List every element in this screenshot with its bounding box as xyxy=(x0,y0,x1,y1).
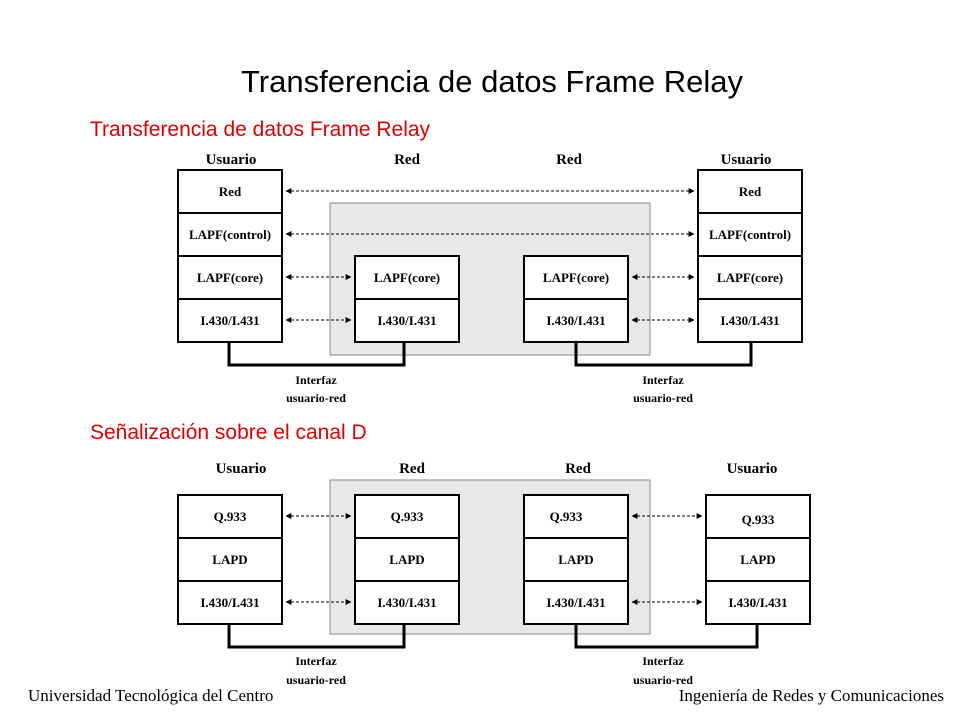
s1-header-usuario-left: Usuario xyxy=(206,152,257,168)
s1-right-layer-lapf-control: LAPF(control) xyxy=(709,227,791,242)
s1-left-layer-physical: I.430/I.431 xyxy=(200,313,259,328)
s1-left-layer-red: Red xyxy=(219,184,242,199)
s1-net2-layer-physical: I.430/I.431 xyxy=(546,313,605,328)
s2-net2-layer-physical: I.430/I.431 xyxy=(546,595,605,610)
s1-physical-link-right xyxy=(574,342,753,367)
s2-physical-link-right xyxy=(574,624,759,649)
s2-layer-box xyxy=(523,580,629,625)
s2-layer-box xyxy=(705,580,811,625)
s2-header-usuario-right: Usuario xyxy=(727,461,778,477)
s1-interface-label-left-1: Interfaz xyxy=(295,373,337,387)
s2-net2-layer-lapd: LAPD xyxy=(558,552,593,567)
s1-layer-box xyxy=(697,255,803,300)
s2-layer-box xyxy=(354,580,460,625)
footer-university: Universidad Tecnológica del Centro xyxy=(28,686,274,705)
s2-layer-box xyxy=(177,537,283,582)
s2-layer-box xyxy=(177,580,283,625)
s1-left-layer-lapf-control: LAPF(control) xyxy=(189,227,271,242)
s1-layer-box xyxy=(177,169,283,214)
s1-net1-layer-physical: I.430/I.431 xyxy=(377,313,436,328)
s1-right-layer-red: Red xyxy=(739,184,762,199)
s1-header-usuario-right: Usuario xyxy=(721,152,772,168)
s1-layer-box xyxy=(177,212,283,257)
s2-net2-layer-q933: Q.933 xyxy=(550,509,583,524)
s1-interface-label-right-2: usuario-red xyxy=(633,391,693,405)
s1-interface-label-left-2: usuario-red xyxy=(286,391,346,405)
s2-left-layer-physical: I.430/I.431 xyxy=(200,595,259,610)
s2-layer-box xyxy=(354,494,460,539)
s2-net1-layer-physical: I.430/I.431 xyxy=(377,595,436,610)
s2-header-usuario-left: Usuario xyxy=(216,461,267,477)
s2-net1-layer-q933: Q.933 xyxy=(391,509,424,524)
s2-net1-layer-lapd: LAPD xyxy=(389,552,424,567)
s1-header-red-right: Red xyxy=(556,152,582,168)
s2-layer-box xyxy=(354,537,460,582)
s2-physical-link-left xyxy=(227,624,406,649)
s1-net1-layer-lapf-core: LAPF(core) xyxy=(374,270,440,285)
s2-interface-label-right-2: usuario-red xyxy=(633,673,693,687)
s1-layer-box xyxy=(354,298,460,343)
s2-header-red-right: Red xyxy=(565,461,591,477)
s2-interface-label-left-2: usuario-red xyxy=(286,673,346,687)
s1-physical-link-left xyxy=(227,342,406,367)
s2-interface-label-right-1: Interfaz xyxy=(642,654,684,668)
s2-right-layer-q933: Q.933 xyxy=(742,512,775,527)
s1-layer-box xyxy=(697,212,803,257)
s1-net2-layer-lapf-core: LAPF(core) xyxy=(543,270,609,285)
s2-right-layer-physical: I.430/I.431 xyxy=(728,595,787,610)
s1-header-red-left: Red xyxy=(394,152,420,168)
s2-layer-box xyxy=(705,494,811,539)
footer-course: Ingeniería de Redes y Comunicaciones xyxy=(678,686,944,705)
s2-left-layer-lapd: LAPD xyxy=(212,552,247,567)
s2-interface-label-left-1: Interfaz xyxy=(295,654,337,668)
s1-left-layer-lapf-core: LAPF(core) xyxy=(197,270,263,285)
s2-left-layer-q933: Q.933 xyxy=(214,509,247,524)
s1-layer-box xyxy=(177,298,283,343)
s1-layer-box xyxy=(697,169,803,214)
s2-right-layer-lapd: LAPD xyxy=(740,552,775,567)
s1-right-layer-lapf-core: LAPF(core) xyxy=(717,270,783,285)
s1-layer-box xyxy=(697,298,803,343)
section-title-data-transfer: Transferencia de datos Frame Relay xyxy=(90,118,431,141)
s2-layer-box xyxy=(523,494,629,539)
s1-right-layer-physical: I.430/I.431 xyxy=(720,313,779,328)
s2-layer-box xyxy=(177,494,283,539)
s1-layer-box xyxy=(177,255,283,300)
s2-header-red-left: Red xyxy=(399,461,425,477)
s1-interface-label-right-1: Interfaz xyxy=(642,373,684,387)
section-title-signaling: Señalización sobre el canal D xyxy=(90,421,367,444)
page-title: Transferencia de datos Frame Relay xyxy=(241,64,743,99)
